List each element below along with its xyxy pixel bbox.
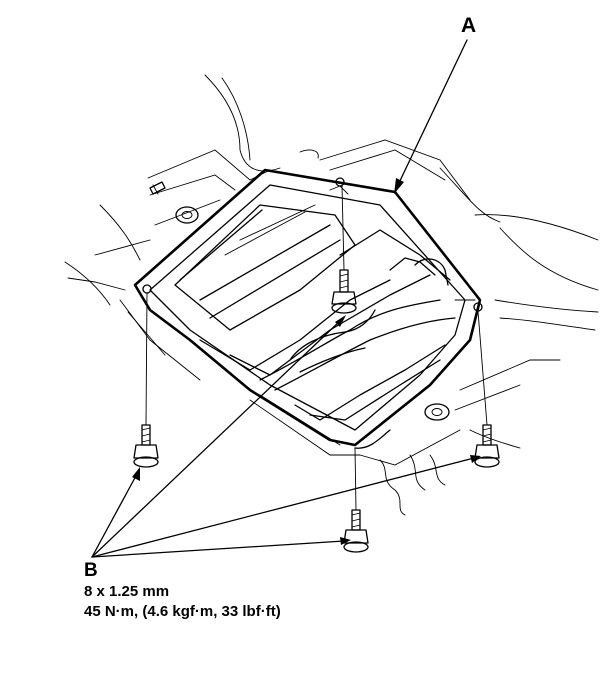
splash-shield xyxy=(133,168,483,449)
vehicle-body-outline xyxy=(64,74,599,516)
bolt-bottom xyxy=(343,447,369,553)
leader-lines-b xyxy=(91,315,481,558)
bolt-center xyxy=(331,185,357,314)
torque-spec: 45 N·m, (4.6 kgf·m, 33 lbf·ft) xyxy=(84,603,281,620)
callout-label-b: B xyxy=(84,560,98,581)
bolt-left xyxy=(133,292,159,468)
bolt-right xyxy=(474,310,500,468)
callout-label-a: A xyxy=(461,14,477,37)
bolt-size-spec: 8 x 1.25 mm xyxy=(84,583,170,600)
leader-line-a xyxy=(394,39,468,194)
